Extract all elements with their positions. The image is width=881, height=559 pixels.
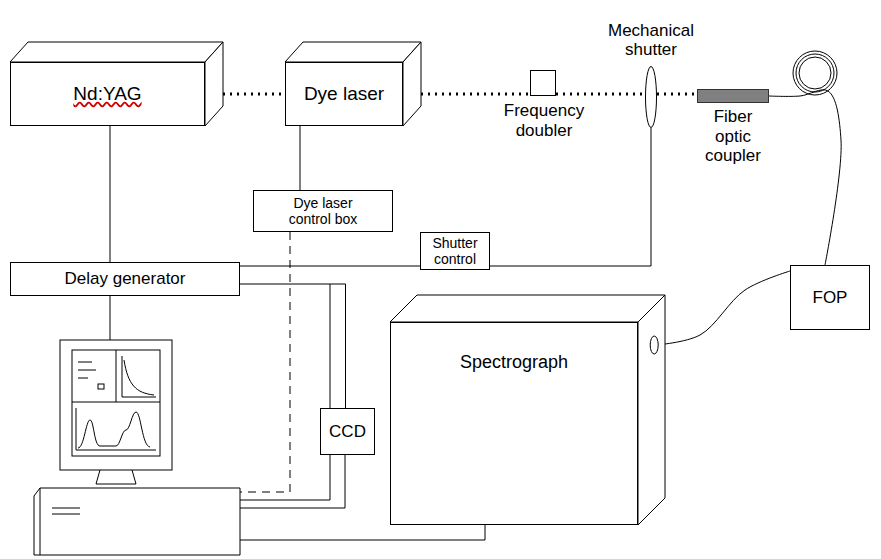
- coupler-box-outline: [697, 89, 769, 103]
- computer-base: [34, 488, 240, 555]
- node-label: Frequency doubler: [503, 101, 586, 140]
- node-label: Delay generator: [65, 269, 186, 289]
- control-box: Dye laser control box: [253, 190, 393, 232]
- laser-beam: [556, 93, 645, 96]
- control-box: Shutter control: [420, 232, 490, 270]
- node-label: Dye laser: [304, 83, 384, 105]
- signal-wire: [300, 126, 301, 190]
- fiber-coil: [793, 51, 837, 95]
- signal-wire: [240, 266, 420, 267]
- signal-wire: [490, 128, 651, 266]
- node-label: Mechanical shutter: [607, 21, 695, 60]
- monitor: [60, 340, 172, 484]
- fop-box: FOP: [790, 265, 870, 330]
- shutter-ellipse-outline: [645, 66, 657, 128]
- optical-fiber: [656, 271, 790, 345]
- generator-box: Delay generator: [10, 262, 240, 296]
- spectrograph-box: Spectrograph: [390, 322, 638, 525]
- ccd-box: CCD: [320, 408, 375, 455]
- wire: [110, 296, 111, 340]
- node-label: Dye laser control box: [271, 195, 375, 227]
- shutter-ellipse: Mechanical shutter: [645, 66, 657, 128]
- node-label: Nd:YAG: [73, 83, 141, 105]
- node-label: FOP: [813, 288, 848, 308]
- coupler-box: Fiber optic coupler: [697, 89, 769, 103]
- node-label: Shutter control: [424, 235, 486, 267]
- signal-wire: [240, 284, 346, 408]
- wire: [240, 525, 485, 540]
- laser-beam: [421, 93, 530, 96]
- signal-wire: [110, 126, 111, 262]
- laser-box: Nd:YAG: [10, 62, 205, 126]
- wire: [240, 455, 345, 508]
- node-label: CCD: [329, 422, 366, 442]
- laser-beam: [657, 93, 697, 96]
- laser-box: Dye laser: [285, 62, 403, 126]
- wire: [240, 232, 290, 492]
- laser-beam: [223, 93, 285, 96]
- doubler-box: Frequency doubler: [530, 70, 556, 96]
- node-label: Fiber optic coupler: [696, 107, 770, 166]
- wire: [240, 284, 330, 500]
- node-label: Spectrograph: [460, 352, 568, 373]
- optical-fiber: [769, 90, 841, 265]
